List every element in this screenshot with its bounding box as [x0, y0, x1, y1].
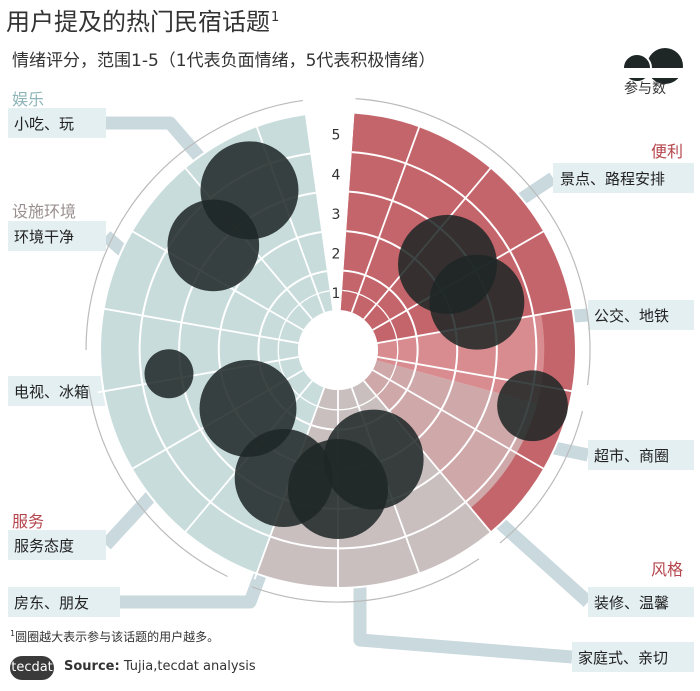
chart-bubbles [144, 141, 568, 539]
bubble-2 [144, 349, 194, 399]
size-legend-label: 参与数 [624, 81, 666, 97]
topic-label-homely: 家庭式、亲切 [578, 649, 669, 667]
radial-tick-labels: 1 2 3 4 5 [332, 128, 341, 302]
center-hole [298, 310, 378, 390]
footnote: 1圆圈越大表示参与该话题的用户越多。 [10, 629, 220, 644]
grid-spoke [350, 120, 423, 313]
grid-spoke [97, 356, 299, 394]
label-box-transit [588, 300, 694, 330]
bubble-9 [288, 439, 388, 539]
page-title: 用户提及的热门民宿话题1 [6, 8, 280, 36]
group-label-facilities: 设施环境 [12, 202, 77, 221]
topic-label-tv: 电视、冰箱 [14, 383, 90, 401]
outer-arc-3 [87, 384, 228, 578]
grid-spoke [97, 306, 299, 344]
outer-arc-1 [499, 410, 584, 544]
group-label-style: 风格 [651, 560, 684, 579]
legend-mask [615, 68, 690, 78]
outer-arc-4 [85, 99, 304, 351]
label-box-supermarket [588, 440, 694, 470]
radial-tick-label-2: 2 [332, 247, 341, 263]
grid-spoke [372, 369, 550, 473]
label-box-host [8, 587, 120, 617]
bubble-4 [429, 254, 525, 350]
radial-tick-label-3: 3 [332, 207, 341, 223]
chart-subtitle: 情绪评分，范围1-5（1代表负面情绪，5代表积极情绪） [12, 51, 436, 71]
outer-arc-0 [355, 98, 591, 386]
group-label-entertainment: 娱乐 [12, 90, 45, 109]
grid-spoke [363, 380, 496, 538]
label-box-attitude [8, 530, 106, 560]
topic-label-host: 房东、朋友 [14, 594, 90, 612]
topic-label-clean: 环境干净 [14, 228, 75, 246]
radial-tick-label-1: 1 [332, 286, 341, 302]
brand-logo: tecdat [10, 656, 54, 680]
size-legend-icon [615, 48, 690, 84]
label-box-decor [588, 587, 694, 617]
outer-arc-2 [251, 558, 480, 603]
radial-tick-label-5: 5 [332, 128, 341, 144]
topic-label-decor: 装修、温馨 [594, 594, 670, 612]
group-label-convenience: 便利 [651, 142, 684, 161]
topic-label-sights: 景点、路程安排 [560, 170, 666, 188]
radial-tick-label-4: 4 [332, 167, 341, 183]
label-box-homely [572, 642, 694, 672]
topic-label-snacks: 小吃、玩 [14, 115, 75, 133]
bubble-5 [497, 370, 568, 442]
source-line: Source: Tujia,tecdat analysis [64, 659, 256, 674]
bubble-1 [167, 199, 260, 292]
topic-label-transit: 公交、地铁 [594, 307, 670, 325]
grid-ring-half [277, 289, 399, 411]
label-box-clean [8, 221, 106, 251]
topic-label-supermarket: 超市、商圈 [594, 447, 670, 465]
label-box-snacks [8, 108, 106, 138]
outer-arcs [85, 98, 591, 603]
topic-label-attitude: 服务态度 [14, 537, 75, 555]
group-label-service: 服务 [12, 512, 45, 531]
label-box-sights [553, 163, 694, 193]
